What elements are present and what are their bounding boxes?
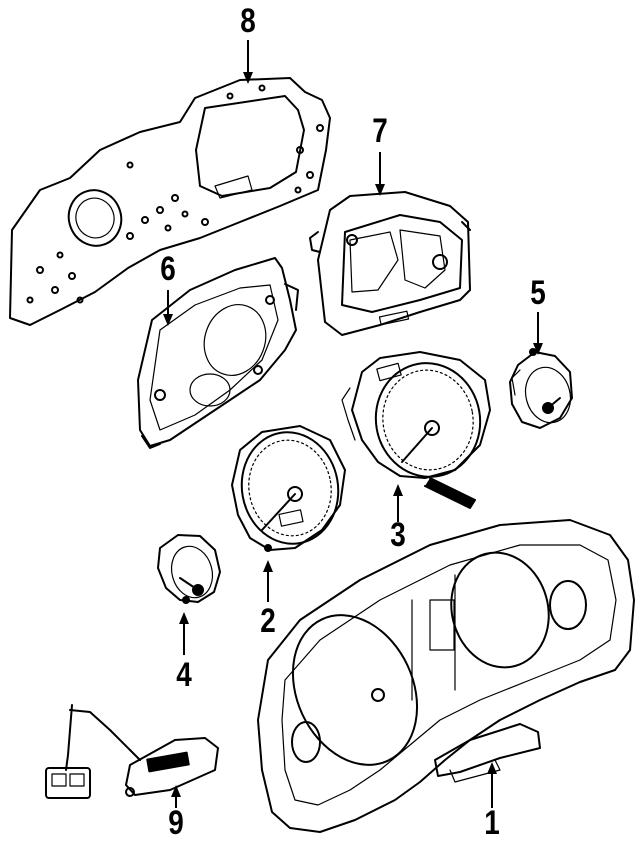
part-7-rear-housing: [309, 191, 471, 336]
leader-lines: [163, 40, 543, 808]
callout-1: 1: [484, 804, 500, 842]
part-2-tachometer: [231, 425, 346, 552]
callout-4: 4: [176, 656, 192, 694]
part-3-speedometer: [341, 351, 491, 509]
part-8-printed-circuit: [9, 77, 331, 326]
callout-2: 2: [260, 602, 276, 640]
part-6-front-housing: [137, 257, 299, 449]
callout-5: 5: [530, 274, 546, 312]
callout-7: 7: [372, 112, 388, 150]
callout-9: 9: [168, 804, 184, 842]
part-5-clock-gauge: [509, 348, 573, 429]
callout-8: 8: [240, 2, 256, 40]
part-1-cluster-bezel: [257, 519, 635, 833]
callout-3: 3: [390, 516, 406, 554]
part-4-fuel-gauge: [157, 534, 221, 604]
callout-6: 6: [160, 250, 176, 288]
part-9-switch-connector: [45, 704, 219, 799]
